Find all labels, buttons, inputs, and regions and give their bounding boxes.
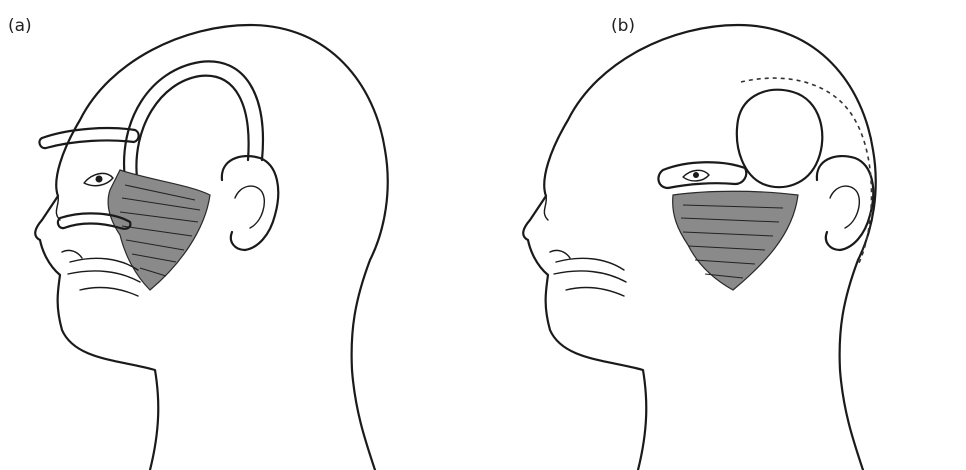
skull-arc-inner-a bbox=[136, 76, 248, 178]
skull-arc-outer-a bbox=[124, 61, 263, 180]
panel-a: (a) bbox=[0, 0, 483, 470]
ear-b bbox=[817, 156, 873, 250]
head-outline-a bbox=[35, 25, 388, 470]
head-illustration-b bbox=[483, 0, 966, 470]
ear-a bbox=[222, 156, 278, 250]
muscle-mass-b bbox=[673, 191, 798, 290]
temporal-circle-b bbox=[737, 90, 822, 187]
eye-band-b bbox=[658, 162, 746, 188]
head-illustration-a bbox=[0, 0, 483, 470]
muscle-mass-a bbox=[108, 170, 210, 290]
panel-b: (b) bbox=[483, 0, 966, 470]
frontal-band-a bbox=[39, 128, 138, 148]
